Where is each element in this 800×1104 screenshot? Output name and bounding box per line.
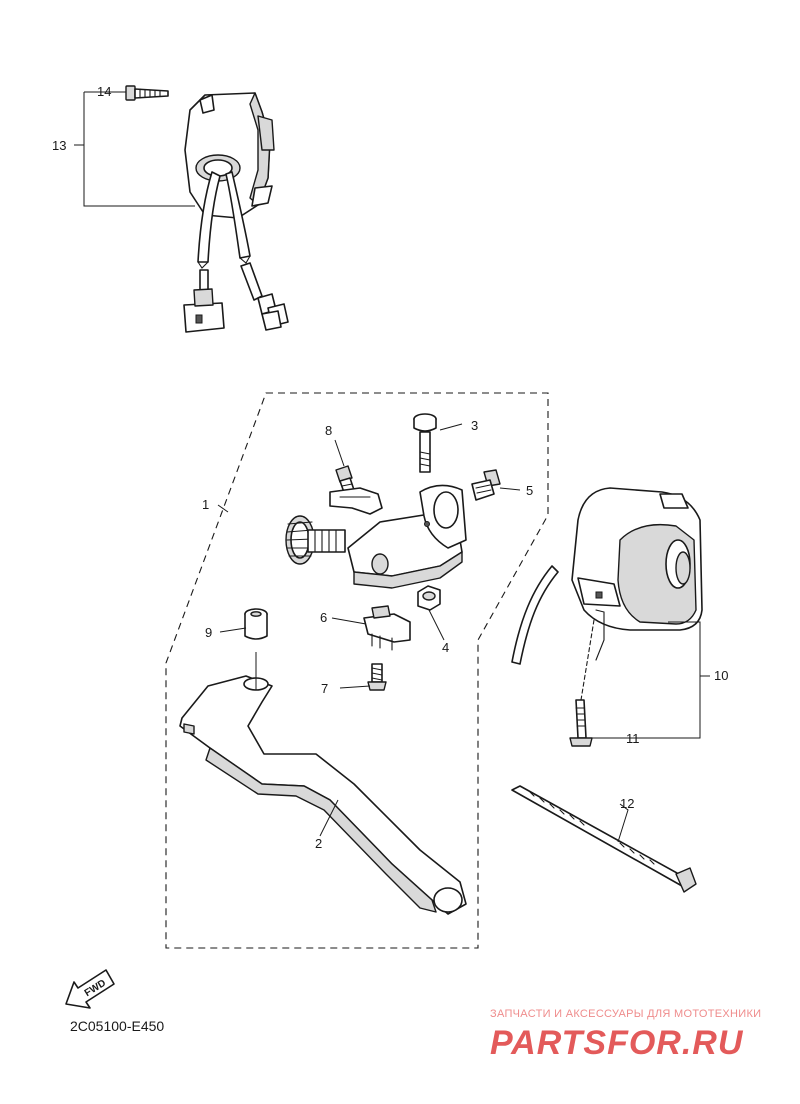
callout-2: 2 <box>315 836 322 851</box>
clutch-switch-part-6 <box>363 605 411 651</box>
callout-14: 14 <box>97 84 111 99</box>
clutch-lever-part-2 <box>179 675 467 915</box>
callout-13: 13 <box>52 138 66 153</box>
nut-part-4 <box>417 585 441 611</box>
callout-11: 11 <box>626 731 640 746</box>
callout-6: 6 <box>320 610 327 625</box>
bolt-part-5 <box>471 469 501 501</box>
watermark-logo-text: PARTSFOR.RU <box>490 1024 744 1062</box>
callout-12: 12 <box>620 796 634 811</box>
callout-4: 4 <box>442 640 449 655</box>
callout-3: 3 <box>471 418 478 433</box>
handlebar-switch-left <box>125 85 289 333</box>
callout-9: 9 <box>205 625 212 640</box>
watermark-tagline: ЗАПЧАСТИ И АКСЕССУАРЫ ДЛЯ МОТОТЕХНИКИ <box>490 1008 762 1020</box>
lever-holder <box>347 484 467 589</box>
callout-8: 8 <box>325 423 332 438</box>
screw-part-14 <box>125 85 169 101</box>
screw-part-11 <box>569 699 593 747</box>
watermark-logo: PARTSFOR.RU <box>490 1024 744 1062</box>
adjuster-knob <box>285 515 346 565</box>
callout-10: 10 <box>714 668 728 683</box>
fwd-arrow-icon: FWD <box>65 969 115 1009</box>
callout-7: 7 <box>321 681 328 696</box>
handlebar-switch-right <box>511 487 703 665</box>
diagram-code: 2C05100-E450 <box>70 1018 165 1034</box>
screw-part-7 <box>367 663 387 691</box>
collar-part-9 <box>244 608 268 640</box>
cable-tie-part-12 <box>511 785 697 893</box>
bolt-part-3 <box>413 413 437 473</box>
callout-1: 1 <box>202 497 209 512</box>
callout-5: 5 <box>526 483 533 498</box>
